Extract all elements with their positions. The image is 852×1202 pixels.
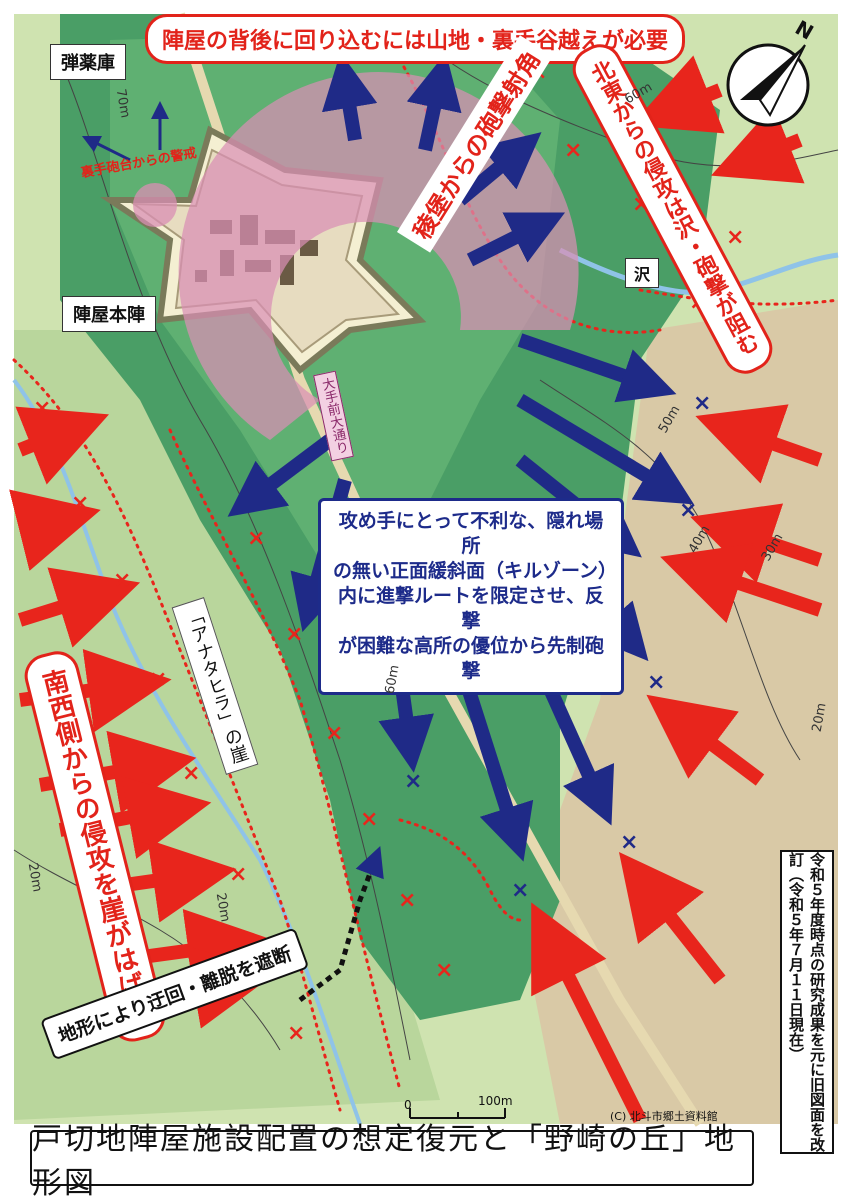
scale-100: 100m: [478, 1094, 513, 1108]
defense-x-mark-2: ×: [679, 498, 698, 523]
defense-x-mark-6: ×: [511, 878, 530, 903]
center-box-line-1: 攻め手にとって不利な、隠れ場所: [338, 510, 604, 557]
copyright: (C) 北斗市郷土資料館: [610, 1110, 718, 1123]
defense-x-mark-4: ×: [404, 769, 423, 794]
watch-circle: [133, 183, 177, 227]
center-box: 攻め手にとって不利な、隠れ場所 の無い正面緩斜面（キルゾーン） 内に進撃ルートを…: [318, 498, 624, 695]
scale-bar: [409, 1108, 506, 1119]
defense-x-mark-3: ×: [647, 670, 666, 695]
attack-x-mark-12: ×: [325, 721, 344, 746]
north-arrow-icon: [726, 43, 810, 127]
attack-x-mark-6: ×: [33, 396, 52, 421]
scale-zero: 0: [404, 1098, 412, 1112]
attack-x-mark-18: ×: [435, 958, 454, 983]
attack-x-mark-19: ×: [287, 1021, 306, 1046]
hq-label: 陣屋本陣: [62, 296, 156, 332]
center-box-line-4: が困難な高所の優位から先制砲撃: [337, 635, 604, 682]
revision-note: 令和５年度時点の研究成果を元に旧図面を改訂（令和５年７月１１日現在）: [780, 850, 834, 1154]
attack-x-mark-7: ×: [71, 491, 90, 516]
attack-x-mark-4: ×: [726, 225, 745, 250]
attack-x-mark-14: ×: [229, 862, 248, 887]
stream-label: 沢: [625, 258, 660, 288]
watch-arrows: [81, 101, 169, 162]
revision-note-text: 令和５年度時点の研究成果を元に旧図面を改訂（令和５年７月１１日現在）: [787, 852, 826, 1152]
attack-x-mark-13: ×: [182, 761, 201, 786]
magazine-label: 弾薬庫: [50, 44, 126, 80]
attack-x-mark-8: ×: [247, 526, 266, 551]
center-box-line-3: 内に進撃ルートを限定させ、反撃: [337, 585, 604, 632]
map-title: 戸切地陣屋施設配置の想定復元と「野崎の丘」地形図: [30, 1122, 754, 1201]
defense-x-mark-5: ×: [620, 830, 639, 855]
attack-x-mark-2: ×: [564, 138, 583, 163]
attack-x-mark-11: ×: [149, 667, 168, 692]
detour-arrow: [298, 845, 384, 1002]
attack-x-mark-16: ×: [398, 888, 417, 913]
attack-x-mark-9: ×: [113, 568, 132, 593]
attack-x-mark-15: ×: [360, 807, 379, 832]
defense-x-mark-1: ×: [693, 391, 712, 416]
center-box-line-2: の無い正面緩斜面（キルゾーン）: [333, 560, 618, 582]
attack-x-mark-10: ×: [285, 622, 304, 647]
